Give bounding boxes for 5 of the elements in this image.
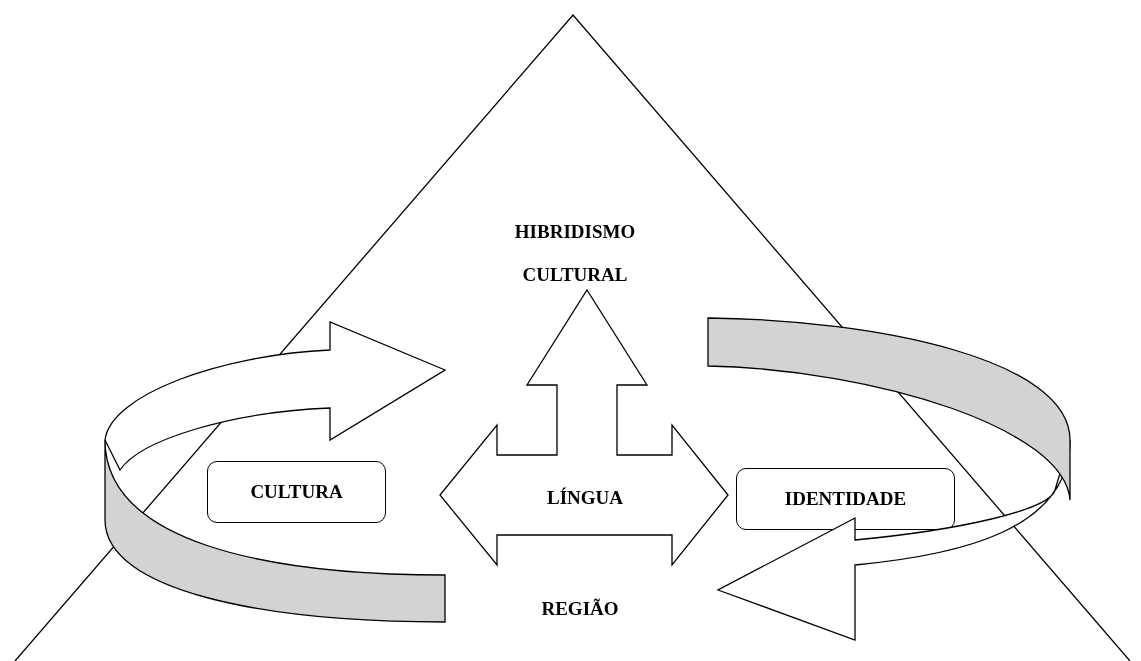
concept-box: CULTURA xyxy=(207,461,386,523)
heading-text: HIBRIDISMO CULTURAL xyxy=(513,220,637,287)
region-label: REGIÃO xyxy=(540,597,620,621)
concept-box: IDENTIDADE xyxy=(736,468,955,530)
arrow-label: LÍNGUA xyxy=(546,486,624,510)
